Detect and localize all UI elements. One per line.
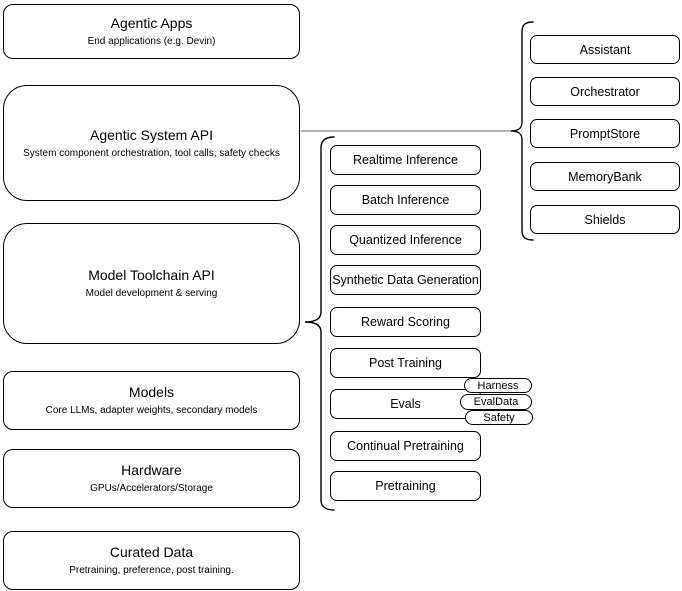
node-label: Realtime Inference xyxy=(353,153,458,167)
node-promptstore: PromptStore xyxy=(530,119,680,148)
node-agentic-system-api: Agentic System API System component orch… xyxy=(3,85,300,201)
node-label: Batch Inference xyxy=(361,193,450,207)
node-label: MemoryBank xyxy=(568,169,642,184)
node-label: Post Training xyxy=(369,356,442,370)
node-quantized-inference: Quantized Inference xyxy=(330,225,481,255)
node-label: Continual Pretraining xyxy=(347,439,464,453)
node-title: Curated Data xyxy=(109,544,194,560)
node-label: Pretraining xyxy=(375,479,436,493)
tag-safety: Safety xyxy=(465,410,533,425)
tag-evaldata: EvalData xyxy=(460,394,532,410)
node-assistant: Assistant xyxy=(530,35,680,64)
node-synthetic-data-generation: Synthetic Data Generation xyxy=(330,265,481,295)
node-reward-scoring: Reward Scoring xyxy=(330,307,481,337)
node-curated-data: Curated Data Pretraining, preference, po… xyxy=(3,531,300,590)
node-model-toolchain-api: Model Toolchain API Model development & … xyxy=(3,223,300,344)
node-title: Agentic System API xyxy=(90,126,213,143)
node-label: Assistant xyxy=(579,42,631,57)
node-batch-inference: Batch Inference xyxy=(330,185,481,215)
node-agentic-apps: Agentic Apps End applications (e.g. Devi… xyxy=(3,4,300,59)
node-label: Quantized Inference xyxy=(349,233,462,247)
tag-label: Safety xyxy=(483,411,515,424)
node-subtitle: Model development & serving xyxy=(85,288,218,299)
node-title: Models xyxy=(128,384,175,400)
node-label: Evals xyxy=(390,397,421,411)
node-hardware: Hardware GPUs/Accelerators/Storage xyxy=(3,449,300,508)
node-models: Models Core LLMs, adapter weights, secon… xyxy=(3,371,300,430)
node-label: Reward Scoring xyxy=(361,315,450,329)
system-components-brace xyxy=(510,21,534,241)
node-memorybank: MemoryBank xyxy=(530,162,680,191)
node-title: Agentic Apps xyxy=(110,15,193,31)
node-realtime-inference: Realtime Inference xyxy=(330,145,481,175)
node-subtitle: End applications (e.g. Devin) xyxy=(87,36,216,47)
tag-harness: Harness xyxy=(464,378,532,393)
node-title: Model Toolchain API xyxy=(88,267,215,283)
node-subtitle: Pretraining, preference, post training. xyxy=(69,565,234,576)
node-label: Synthetic Data Generation xyxy=(332,273,479,287)
node-subtitle: System component orchestration, tool cal… xyxy=(23,147,280,159)
node-pretraining: Pretraining xyxy=(330,471,481,501)
node-orchestrator: Orchestrator xyxy=(530,77,680,106)
node-shields: Shields xyxy=(530,205,680,234)
tag-label: Harness xyxy=(477,379,519,392)
node-post-training: Post Training xyxy=(330,348,481,378)
node-title: Hardware xyxy=(121,462,182,478)
toolchain-brace xyxy=(304,136,335,511)
node-label: PromptStore xyxy=(569,126,641,141)
node-subtitle: Core LLMs, adapter weights, secondary mo… xyxy=(45,405,258,416)
node-label: Shields xyxy=(584,212,626,227)
node-label: Orchestrator xyxy=(570,84,640,99)
node-subtitle: GPUs/Accelerators/Storage xyxy=(90,483,213,494)
node-evals: Evals xyxy=(330,389,481,419)
tag-label: EvalData xyxy=(473,396,519,408)
node-continual-pretraining: Continual Pretraining xyxy=(330,431,481,461)
